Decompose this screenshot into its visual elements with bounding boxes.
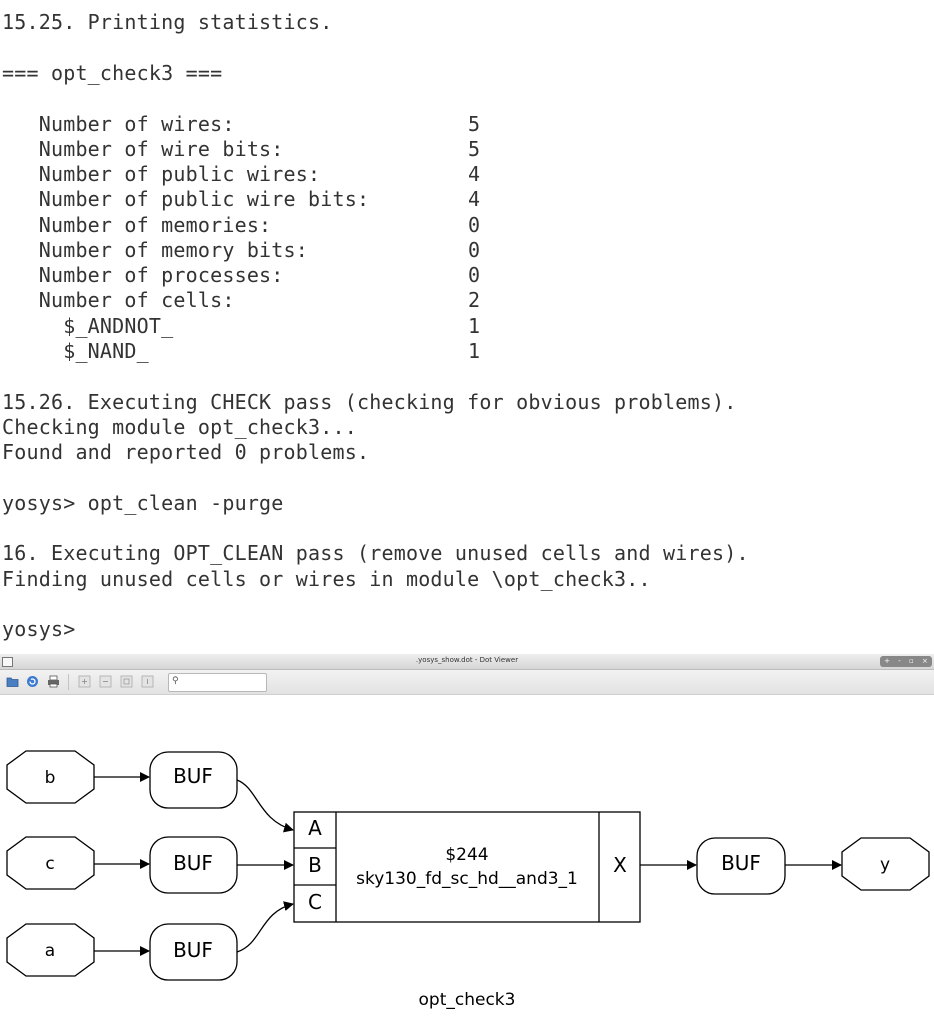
edge-buf-to-pin-c [236, 901, 294, 953]
zoom-in-icon[interactable] [78, 675, 91, 688]
stat-label: Number of wire bits: [2, 137, 284, 161]
stat-label: Number of cells: [2, 288, 235, 312]
stat-value: 0 [468, 263, 481, 287]
terminal-line: === opt_check3 === [2, 61, 223, 85]
stat-label: $_NAND_ [2, 339, 149, 363]
buf-node-b[interactable]: BUF [149, 751, 238, 809]
zoom-out-icon[interactable] [99, 675, 112, 688]
stat-value: 0 [468, 238, 481, 262]
close-icon[interactable]: × [921, 657, 928, 665]
window-title: .yosys_show.dot - Dot Viewer [415, 656, 519, 664]
stat-value: 5 [468, 112, 481, 136]
stat-label: Number of memory bits: [2, 238, 309, 262]
port-label: c [45, 854, 54, 874]
search-box[interactable]: ⚲ [168, 673, 267, 692]
window-menu-icon[interactable] [2, 657, 13, 667]
cell-and3[interactable]: A B C $244 sky130_fd_sc_hd__and3_1 X [293, 811, 641, 923]
cell-id: $244 [445, 845, 488, 865]
stat-value: 1 [468, 339, 481, 363]
search-icon: ⚲ [172, 676, 179, 686]
input-port-c[interactable]: c [6, 836, 95, 890]
buf-node-y[interactable]: BUF [696, 837, 786, 895]
stat-label: Number of memories: [2, 213, 272, 237]
buf-label: BUF [721, 851, 761, 875]
stat-value: 4 [468, 187, 481, 211]
open-file-icon[interactable] [6, 675, 19, 688]
stat-value: 5 [468, 137, 481, 161]
stat-value: 4 [468, 162, 481, 186]
stat-label: $_ANDNOT_ [2, 314, 174, 338]
search-input[interactable] [183, 675, 261, 688]
stat-label: Number of public wire bits: [2, 187, 370, 211]
terminal-line: 16. Executing OPT_CLEAN pass (remove unu… [2, 541, 749, 565]
stat-value: 0 [468, 213, 481, 237]
buf-label: BUF [173, 764, 213, 788]
stat-value: 1 [468, 314, 481, 338]
maximize-icon[interactable]: ▫ [908, 657, 914, 665]
zoom-fit-icon[interactable] [120, 675, 133, 688]
minimize-icon[interactable]: - [898, 657, 901, 665]
pin-a-label: A [308, 816, 322, 840]
pin-b-label: B [308, 853, 322, 877]
port-label: y [880, 855, 890, 875]
reload-icon[interactable] [26, 675, 39, 688]
viewer-toolbar: ⚲ [0, 670, 934, 695]
module-label: opt_check3 [419, 990, 516, 1010]
graph-canvas: b c a BUF BUF BUF A [6, 750, 930, 1010]
input-port-b[interactable]: b [6, 750, 95, 804]
stat-label: Number of wires: [2, 112, 235, 136]
dot-viewer-window: .yosys_show.dot - Dot Viewer + - ▫ × [0, 654, 934, 1024]
pin-x-label: X [613, 853, 627, 877]
terminal-command: yosys> opt_clean -purge [2, 491, 284, 515]
cell-type: sky130_fd_sc_hd__and3_1 [356, 869, 578, 889]
print-icon[interactable] [47, 675, 60, 688]
stat-label: Number of public wires: [2, 162, 321, 186]
window-controls: + - ▫ × [880, 656, 932, 667]
port-label: b [45, 768, 56, 788]
buf-label: BUF [173, 938, 213, 962]
pin-c-label: C [308, 890, 322, 914]
edge-buf-to-pin-a [236, 779, 294, 833]
buf-label: BUF [173, 851, 213, 875]
output-port-y[interactable]: y [841, 837, 930, 891]
zoom-100-icon[interactable] [141, 675, 154, 688]
terminal-line: Found and reported 0 problems. [2, 440, 370, 464]
input-port-a[interactable]: a [6, 923, 95, 977]
toolbar-separator [68, 674, 69, 690]
buf-node-a[interactable]: BUF [149, 923, 238, 981]
terminal-line: 15.26. Executing CHECK pass (checking fo… [2, 390, 737, 414]
terminal-line: Checking module opt_check3... [2, 415, 357, 439]
stat-label: Number of processes: [2, 263, 284, 287]
keep-above-icon[interactable]: + [884, 657, 890, 665]
terminal-line: Finding unused cells or wires in module … [2, 567, 651, 591]
buf-node-c[interactable]: BUF [149, 836, 238, 894]
port-label: a [45, 941, 55, 961]
stat-value: 2 [468, 288, 481, 312]
terminal-prompt[interactable]: yosys> [2, 617, 76, 641]
window-titlebar[interactable]: .yosys_show.dot - Dot Viewer + - ▫ × [0, 654, 934, 670]
terminal-output: 15.25. Printing statistics. === opt_chec… [2, 10, 749, 641]
terminal-line: 15.25. Printing statistics. [2, 10, 333, 34]
